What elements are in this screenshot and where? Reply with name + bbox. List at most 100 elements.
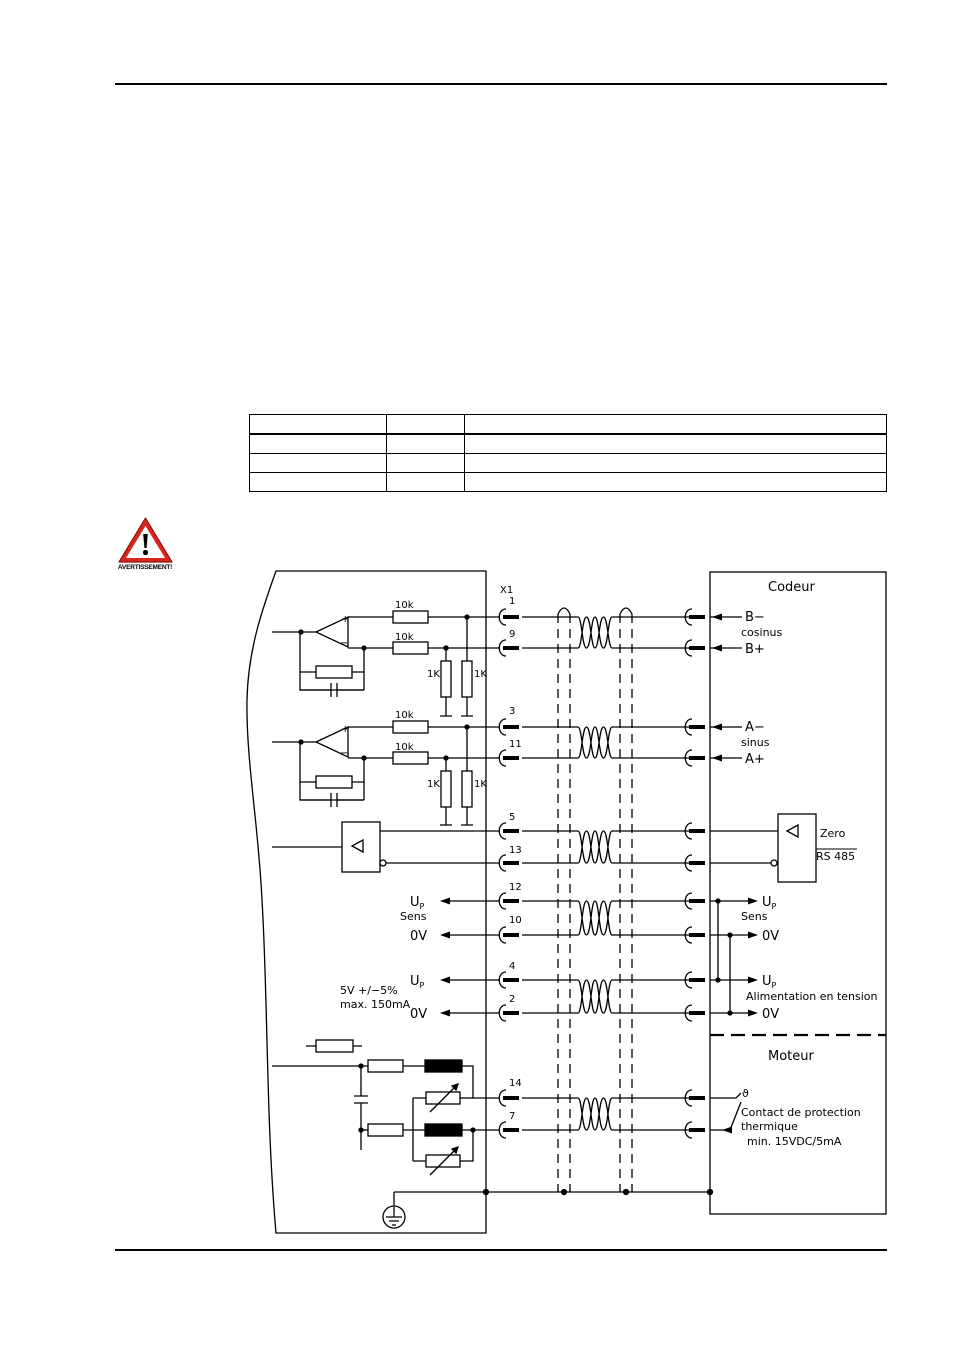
supply-label: Alimentation en tension bbox=[746, 990, 878, 1003]
svg-text:−: − bbox=[340, 748, 348, 759]
signal-b-plus: B+ bbox=[745, 642, 765, 657]
pin-label: 9 bbox=[509, 629, 515, 640]
resistor-1k bbox=[440, 660, 452, 698]
connector-socket bbox=[498, 639, 520, 657]
motor-title: Moteur bbox=[768, 1049, 815, 1064]
connector-socket bbox=[498, 892, 520, 910]
signal-zero: Zero bbox=[820, 827, 846, 840]
drive-0v-label: 0V bbox=[410, 929, 427, 944]
connector-label: X1 bbox=[500, 585, 513, 596]
empty-table bbox=[249, 414, 887, 492]
resistor-label: 1K bbox=[474, 779, 487, 790]
signal-a-plus: A+ bbox=[745, 752, 765, 767]
resistor-10k bbox=[392, 641, 429, 655]
signal-a-minus: A− bbox=[745, 720, 765, 735]
ground-symbol bbox=[382, 1205, 406, 1229]
resistor-label: 1K bbox=[474, 669, 487, 680]
thermal-contact-label: Contact de protection bbox=[741, 1106, 861, 1119]
signal-rs485: RS 485 bbox=[816, 850, 855, 863]
resistor-1k bbox=[440, 770, 452, 808]
connector-socket bbox=[498, 1089, 520, 1107]
svg-text:−: − bbox=[340, 638, 348, 649]
variable-resistor bbox=[425, 1091, 461, 1105]
thermal-contact-spec: min. 15VDC/5mA bbox=[747, 1135, 842, 1148]
footer-rule bbox=[115, 1249, 887, 1251]
pin-label: 7 bbox=[509, 1111, 515, 1122]
thermal-contact-label: thermique bbox=[741, 1120, 798, 1133]
resistor-label: 1K bbox=[427, 669, 440, 680]
choke bbox=[424, 1059, 463, 1073]
twisted-pair bbox=[522, 616, 705, 649]
connector-socket bbox=[498, 1121, 520, 1139]
connector-socket bbox=[498, 926, 520, 944]
twisted-pair bbox=[522, 979, 705, 1014]
cable-shield bbox=[557, 614, 633, 1192]
resistor-label: 10k bbox=[395, 600, 414, 611]
pin-label: 14 bbox=[509, 1078, 522, 1089]
pin-label: 3 bbox=[509, 706, 515, 717]
encoder-up-label: UP bbox=[762, 895, 777, 911]
pin-label: 11 bbox=[509, 739, 522, 750]
table-row bbox=[249, 472, 887, 492]
twisted-pair bbox=[522, 726, 705, 759]
variable-resistor bbox=[425, 1154, 461, 1168]
encoder-title: Codeur bbox=[768, 580, 816, 595]
thermal-symbol: ϑ bbox=[742, 1087, 749, 1100]
choke bbox=[424, 1123, 463, 1137]
pin-label: 2 bbox=[509, 994, 515, 1005]
encoder-up-label: UP bbox=[762, 974, 777, 990]
drive-sens-label: Sens bbox=[400, 910, 427, 923]
svg-text:+: + bbox=[341, 724, 349, 735]
connector-socket bbox=[498, 822, 520, 840]
drive-up-label: UP bbox=[410, 895, 425, 911]
encoder-0v-label: 0V bbox=[762, 929, 779, 944]
connector-socket bbox=[498, 718, 520, 736]
resistor-top bbox=[315, 1039, 354, 1053]
pin-label: 10 bbox=[509, 915, 522, 926]
resistor-1k bbox=[461, 660, 473, 698]
twisted-pair bbox=[522, 830, 705, 864]
connector-x1 bbox=[498, 608, 706, 1139]
signal-b-minus: B− bbox=[745, 610, 765, 625]
pin-label: 13 bbox=[509, 845, 522, 856]
connector-socket bbox=[498, 971, 520, 989]
connector-socket bbox=[498, 1004, 520, 1022]
resistor-label: 10k bbox=[395, 710, 414, 721]
drive-up-label: UP bbox=[410, 974, 425, 990]
rs485-transceiver bbox=[341, 821, 381, 873]
pin-label: 4 bbox=[509, 961, 515, 972]
resistor-feedback bbox=[315, 775, 353, 789]
encoder-block bbox=[709, 571, 887, 1215]
table-row bbox=[249, 453, 887, 473]
supply-spec: 5V +/−5% bbox=[340, 984, 398, 997]
twisted-pair bbox=[522, 900, 705, 936]
resistor-feedback bbox=[315, 665, 353, 679]
drive-block-outline bbox=[246, 570, 487, 1234]
signal-sinus: sinus bbox=[741, 736, 770, 749]
warning-triangle-icon bbox=[118, 517, 173, 563]
pin-label: 1 bbox=[509, 596, 515, 607]
pin-label: 5 bbox=[509, 812, 515, 823]
pin-label: 12 bbox=[509, 882, 522, 893]
twisted-pair bbox=[522, 1097, 705, 1131]
resistor bbox=[367, 1059, 404, 1073]
resistor-10k bbox=[392, 720, 429, 734]
connector-socket bbox=[498, 608, 520, 626]
drive-0v-label: 0V bbox=[410, 1007, 427, 1022]
connector-socket bbox=[498, 854, 520, 872]
resistor-label: 10k bbox=[395, 632, 414, 643]
twisted-pairs bbox=[522, 616, 705, 1131]
resistor-1k bbox=[461, 770, 473, 808]
table-header-row bbox=[249, 414, 887, 435]
resistor-10k bbox=[392, 751, 429, 765]
encoder-0v-label: 0V bbox=[762, 1007, 779, 1022]
signal-cosinus: cosinus bbox=[741, 626, 783, 639]
resistor-label: 1K bbox=[427, 779, 440, 790]
rs485-transceiver-encoder bbox=[777, 813, 817, 883]
resistor-label: 10k bbox=[395, 742, 414, 753]
encoder-sens-label: Sens bbox=[741, 910, 768, 923]
resistor-10k bbox=[392, 610, 429, 624]
svg-text:+: + bbox=[341, 614, 349, 625]
header-rule bbox=[115, 83, 887, 85]
